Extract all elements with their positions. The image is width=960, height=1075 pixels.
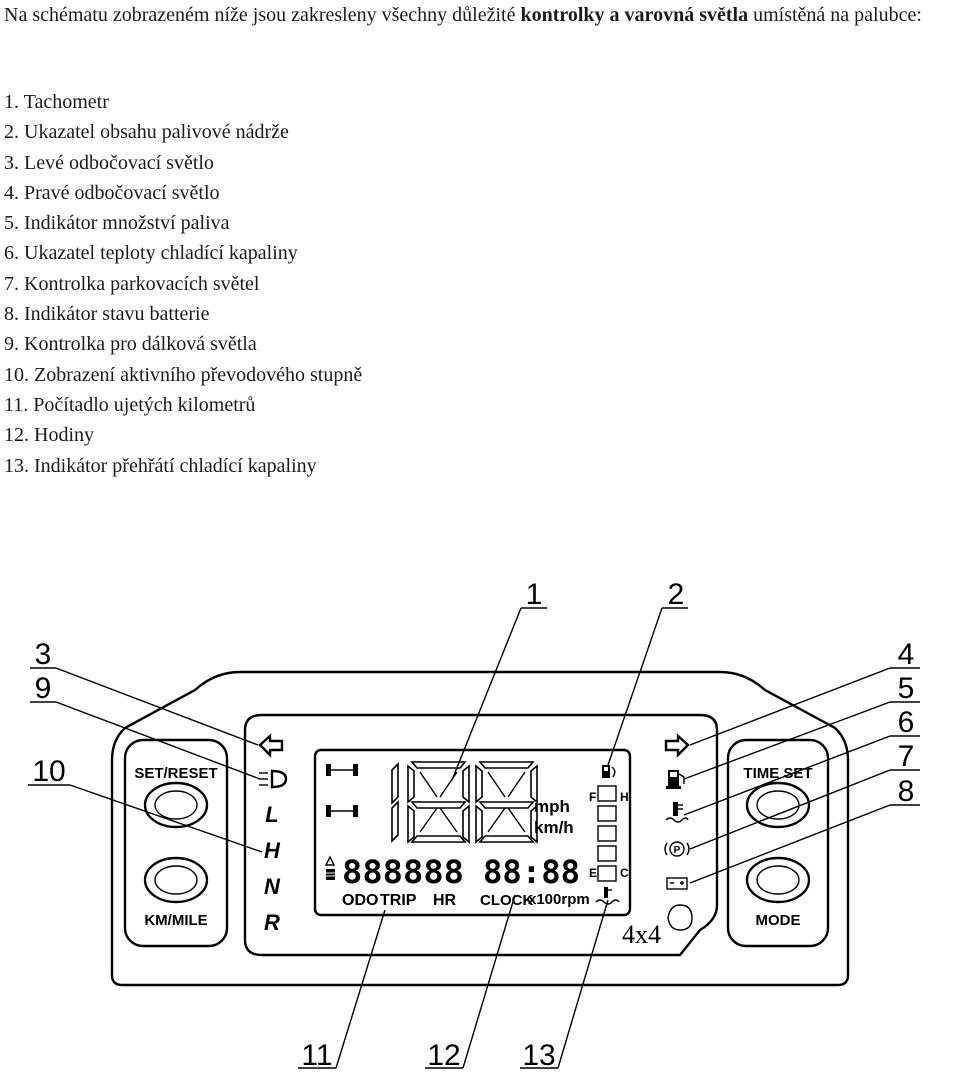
gear-l: L (265, 802, 278, 827)
list-item: 10. Zobrazení aktivního převodového stup… (4, 363, 363, 386)
list-item: 11. Počítadlo ujetých kilometrů (4, 393, 256, 416)
temp-c-label: C (620, 866, 629, 880)
set-reset-button[interactable] (143, 781, 209, 829)
callout-12: 12 (427, 1039, 460, 1072)
time-set-label: TIME SET (743, 765, 812, 782)
svg-text:P: P (674, 845, 681, 856)
odometer-digits: 888888 (342, 853, 464, 891)
mode-label: MODE (756, 912, 801, 929)
fuel-f-label: F (589, 790, 596, 804)
housing-outline (110, 670, 850, 987)
speed-digits (391, 761, 538, 844)
battery-icon (666, 877, 688, 890)
axle-icon (326, 764, 358, 817)
dashboard-diagram: SET/RESET KM/MILE TIME SET MODE L H N R (28, 578, 920, 1072)
left-button-panel (123, 738, 229, 948)
four-by-four-label: 4x4 (622, 920, 661, 949)
callout-1: 1 (526, 578, 543, 611)
callout-3: 3 (35, 638, 52, 671)
clock-digits: 88:88 (483, 853, 580, 891)
coolant-warning-icon (595, 887, 620, 905)
list-item: 9. Kontrolka pro dálková světla (4, 333, 257, 356)
left-arrow-icon (258, 733, 284, 758)
fuel-pump-icon (666, 770, 685, 789)
gear-h: H (264, 838, 281, 863)
callout-11: 11 (301, 1039, 332, 1072)
trip-label: TRIP (380, 892, 417, 909)
callout-4: 4 (898, 638, 915, 671)
coolant-temp-icon (665, 802, 689, 823)
hr-label: HR (433, 892, 457, 909)
list-item: 8. Indikátor stavu batterie (4, 303, 210, 326)
speed-digit-8 (407, 761, 470, 844)
temp-h-label: H (620, 790, 629, 804)
time-set-button[interactable] (745, 781, 811, 829)
list-item: 1. Tachometr (4, 91, 109, 113)
callout-lines (28, 607, 920, 1069)
intro-before: Na schématu zobrazeném níže jsou zakresl… (4, 4, 521, 26)
gear-n: N (264, 874, 281, 899)
list-item: 13. Indikátor přehřátí chladící kapaliny (4, 454, 317, 477)
list-item: 2. Ukazatel obsahu palivové nádrže (4, 121, 289, 144)
list-item: 7. Kontrolka parkovacích světel (4, 272, 260, 295)
mph-label: mph (534, 797, 570, 816)
warning-triangle-icon (324, 855, 336, 880)
high-beam-icon (259, 769, 288, 789)
level-bar (597, 785, 617, 882)
callout-6: 6 (898, 706, 915, 739)
fuel-icon-small (602, 765, 616, 778)
callout-2: 2 (668, 578, 685, 611)
km-mile-button[interactable] (143, 856, 209, 904)
odo-label: ODO (342, 892, 378, 909)
callout-8: 8 (898, 775, 915, 808)
fuel-e-label: E (589, 866, 597, 880)
parking-light-icon: P (664, 841, 690, 857)
mode-button[interactable] (745, 856, 811, 904)
four-by-four-lamp (667, 904, 693, 931)
list-item: 4. Pravé odbočovací světlo (4, 181, 220, 204)
intro-text: Na schématu zobrazeném níže jsou zakresl… (4, 0, 954, 30)
right-button-panel (726, 738, 830, 948)
callout-5: 5 (898, 672, 915, 705)
lcd-screen (313, 748, 632, 917)
callout-10: 10 (32, 755, 65, 788)
right-arrow-icon (664, 733, 690, 758)
callout-9: 9 (35, 672, 52, 705)
kmh-label: km/h (534, 818, 574, 837)
set-reset-label: SET/RESET (134, 765, 217, 782)
display-frame (243, 713, 719, 957)
rpm-label: x100rpm (528, 891, 590, 908)
list-item: 12. Hodiny (4, 424, 94, 447)
list-item: 6. Ukazatel teploty chladící kapaliny (4, 242, 298, 265)
intro-bold: kontrolky a varovná světla (520, 4, 749, 26)
intro-after: umístěná na palubce: (748, 4, 922, 26)
list-item: 5. Indikátor množství paliva (4, 212, 230, 235)
callout-7: 7 (898, 740, 915, 773)
indicator-list: 1. Tachometr 2. Ukazatel obsahu palivové… (4, 87, 362, 481)
gear-r: R (264, 910, 280, 935)
callout-13: 13 (522, 1039, 555, 1072)
km-mile-label: KM/MILE (144, 912, 207, 929)
clock-label: CLOCK (480, 892, 533, 909)
speed-digit-8 (475, 761, 538, 844)
list-item: 3. Levé odbočovací světlo (4, 151, 214, 174)
